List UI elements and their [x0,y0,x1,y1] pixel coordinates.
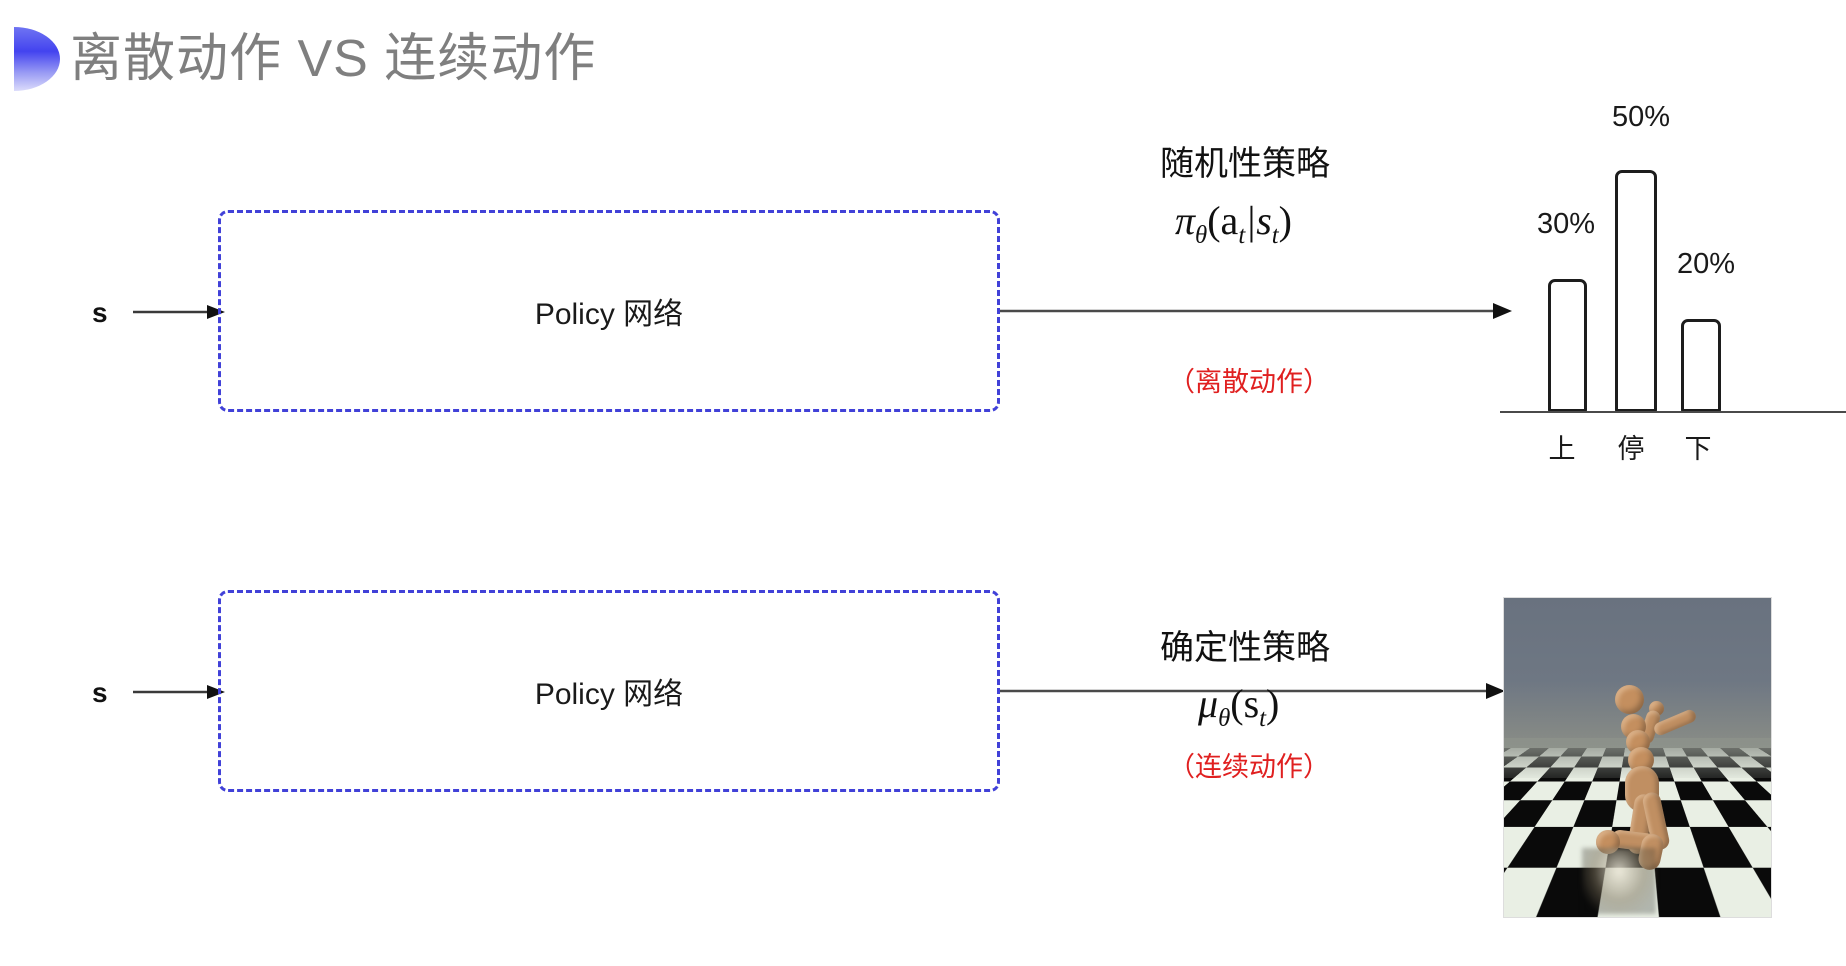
formula-sub-t-2: t [1259,705,1267,732]
formula-close-paren: ) [1278,198,1292,243]
policy-network-label-discrete: Policy 网络 [534,298,684,331]
output-arrow-discrete [1000,302,1512,320]
formula-sub-theta: θ [1195,222,1208,249]
policy-network-box-discrete[interactable]: Policy 网络 [218,210,1000,412]
formula-pi: π [1175,198,1196,243]
sim-floor-reflection [1582,848,1656,914]
bar-0[interactable] [1548,279,1587,412]
title-bullet-icon [14,27,60,91]
input-arrow-continuous [133,683,225,701]
bar-category-0: 上 [1548,434,1576,464]
formula-open-s: (s [1230,681,1260,726]
policy-type-title-discrete: 随机性策略 [1160,145,1330,183]
formula-close-paren-2: ) [1266,681,1280,726]
bar-value-0: 30% [1536,208,1596,240]
bar-2[interactable] [1681,319,1721,412]
action-probability-bar-chart: 30% 50% 20% [1505,96,1846,412]
page-title: 离散动作 VS 连续动作 [70,30,597,88]
bar-category-2: 下 [1684,434,1712,464]
formula-sub-t1: t [1238,222,1246,249]
humanoid-simulation-image [1503,597,1772,918]
state-input-label-discrete: s [92,297,108,328]
input-arrow-discrete [133,303,225,321]
action-type-note-discrete: （离散动作） [1168,367,1330,397]
policy-network-box-continuous[interactable]: Policy 网络 [218,590,1000,792]
state-input-label-continuous: s [92,677,108,708]
formula-sub-theta-2: θ [1218,705,1231,732]
policy-type-title-continuous: 确定性策略 [1160,629,1330,667]
bar-value-1: 50% [1611,101,1671,133]
bar-chart-axis [1500,411,1846,413]
bar-value-2: 20% [1676,248,1736,280]
formula-sub-t2: t [1271,222,1279,249]
formula-open-a: (a [1207,198,1239,243]
policy-formula-continuous: μθ(st) [1198,680,1279,733]
bar-category-1: 停 [1617,434,1645,464]
humanoid-head [1615,685,1644,714]
output-arrow-continuous [1000,682,1505,700]
bar-1[interactable] [1615,170,1657,412]
policy-network-label-continuous: Policy 网络 [534,678,684,711]
formula-mu: μ [1198,681,1219,726]
policy-formula-discrete: πθ(at|st) [1175,197,1292,250]
formula-mid-s: |s [1245,198,1272,243]
action-type-note-continuous: （连续动作） [1168,752,1330,782]
